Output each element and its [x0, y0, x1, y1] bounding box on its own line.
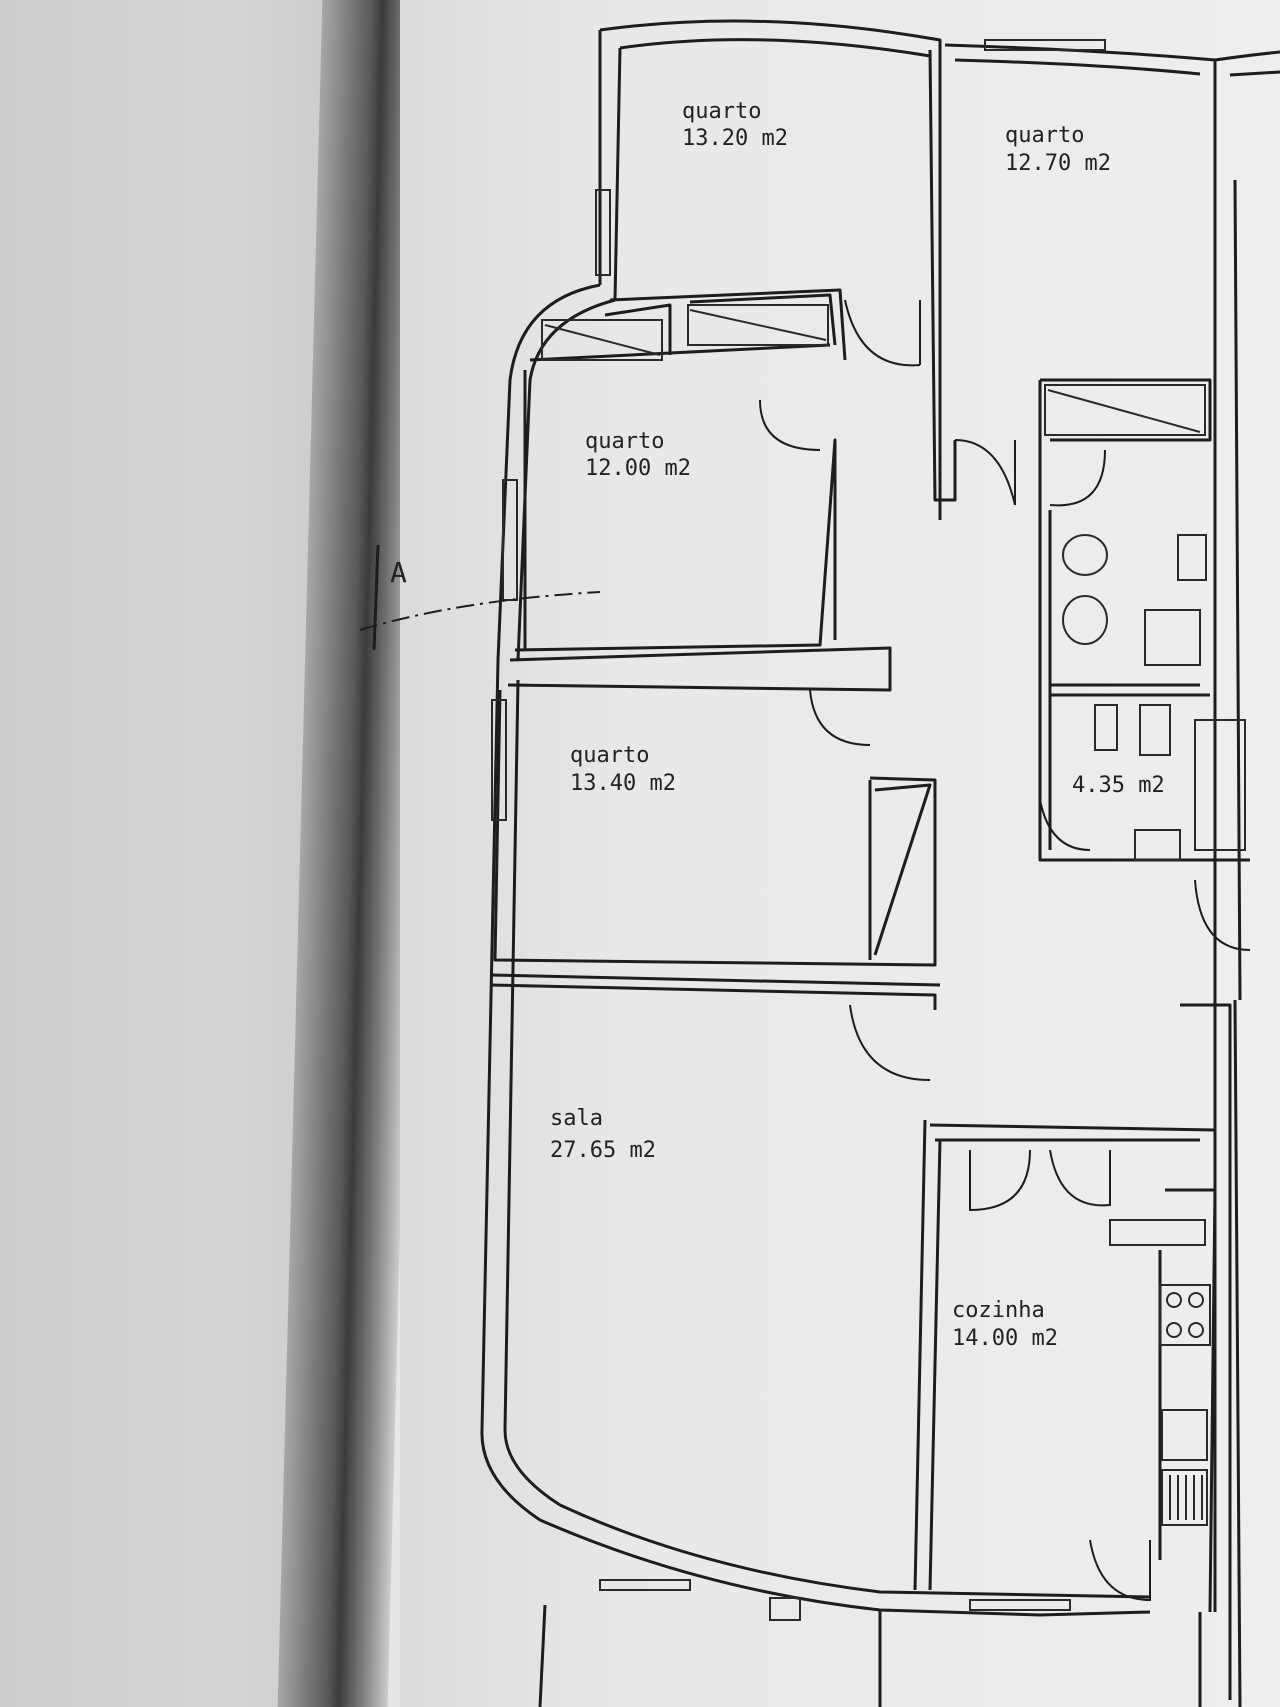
- kitchen-fixtures: [1109, 1219, 1211, 1526]
- room-name-cozinha: cozinha: [952, 1298, 1045, 1323]
- room-area-cozinha: 14.00 m2: [952, 1326, 1058, 1351]
- room-name-quarto-3: quarto: [585, 429, 664, 454]
- room-area-wc: 4.35 m2: [1072, 773, 1165, 798]
- windows: [491, 39, 1106, 1621]
- section-marker: A: [390, 556, 407, 589]
- closets: [541, 304, 1206, 436]
- room-name-quarto-1: quarto: [682, 99, 761, 124]
- room-area-quarto-2: 12.70 m2: [1005, 151, 1111, 176]
- section-line: A: [359, 544, 601, 651]
- room-labels: quarto 13.20 m2 quarto 12.70 m2 quarto 1…: [550, 99, 1165, 1351]
- room-name-sala: sala: [550, 1106, 603, 1131]
- room-name-quarto-2: quarto: [1005, 123, 1084, 148]
- room-area-quarto-4: 13.40 m2: [570, 771, 676, 796]
- bathroom-fixtures: [1062, 534, 1246, 861]
- outer-walls: [480, 19, 1280, 1707]
- room-name-quarto-4: quarto: [570, 743, 649, 768]
- room-area-quarto-1: 13.20 m2: [682, 126, 788, 151]
- room-area-sala: 27.65 m2: [550, 1138, 656, 1163]
- room-area-quarto-3: 12.00 m2: [585, 456, 691, 481]
- interior-walls: [489, 49, 1250, 1700]
- door-swings: [759, 299, 1251, 1602]
- right-page: [400, 0, 1280, 1707]
